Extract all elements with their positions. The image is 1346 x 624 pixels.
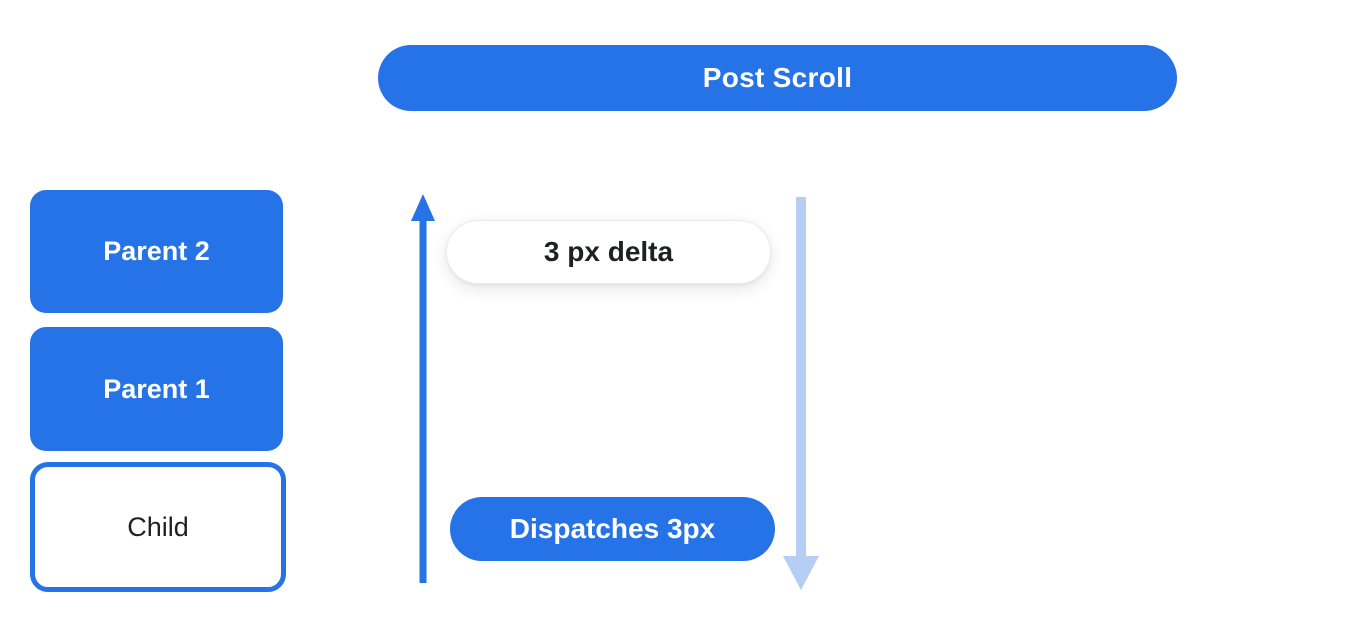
down-arrow-icon — [783, 197, 819, 590]
delta-badge: 3 px delta — [446, 220, 771, 284]
post-scroll-bar: Post Scroll — [378, 45, 1177, 111]
node-parent-2-label: Parent 2 — [103, 236, 210, 266]
delta-badge-label: 3 px delta — [543, 236, 674, 267]
up-arrow-icon — [411, 194, 435, 583]
node-parent-2: Parent 2 — [30, 190, 283, 313]
node-child-label: Child — [127, 511, 189, 542]
node-parent-1: Parent 1 — [30, 327, 283, 451]
dispatch-badge-label: Dispatches 3px — [509, 513, 716, 544]
dispatch-badge: Dispatches 3px — [450, 497, 775, 561]
node-child: Child — [30, 462, 286, 592]
node-parent-1-label: Parent 1 — [103, 373, 210, 404]
post-scroll-label: Post Scroll — [702, 62, 853, 93]
